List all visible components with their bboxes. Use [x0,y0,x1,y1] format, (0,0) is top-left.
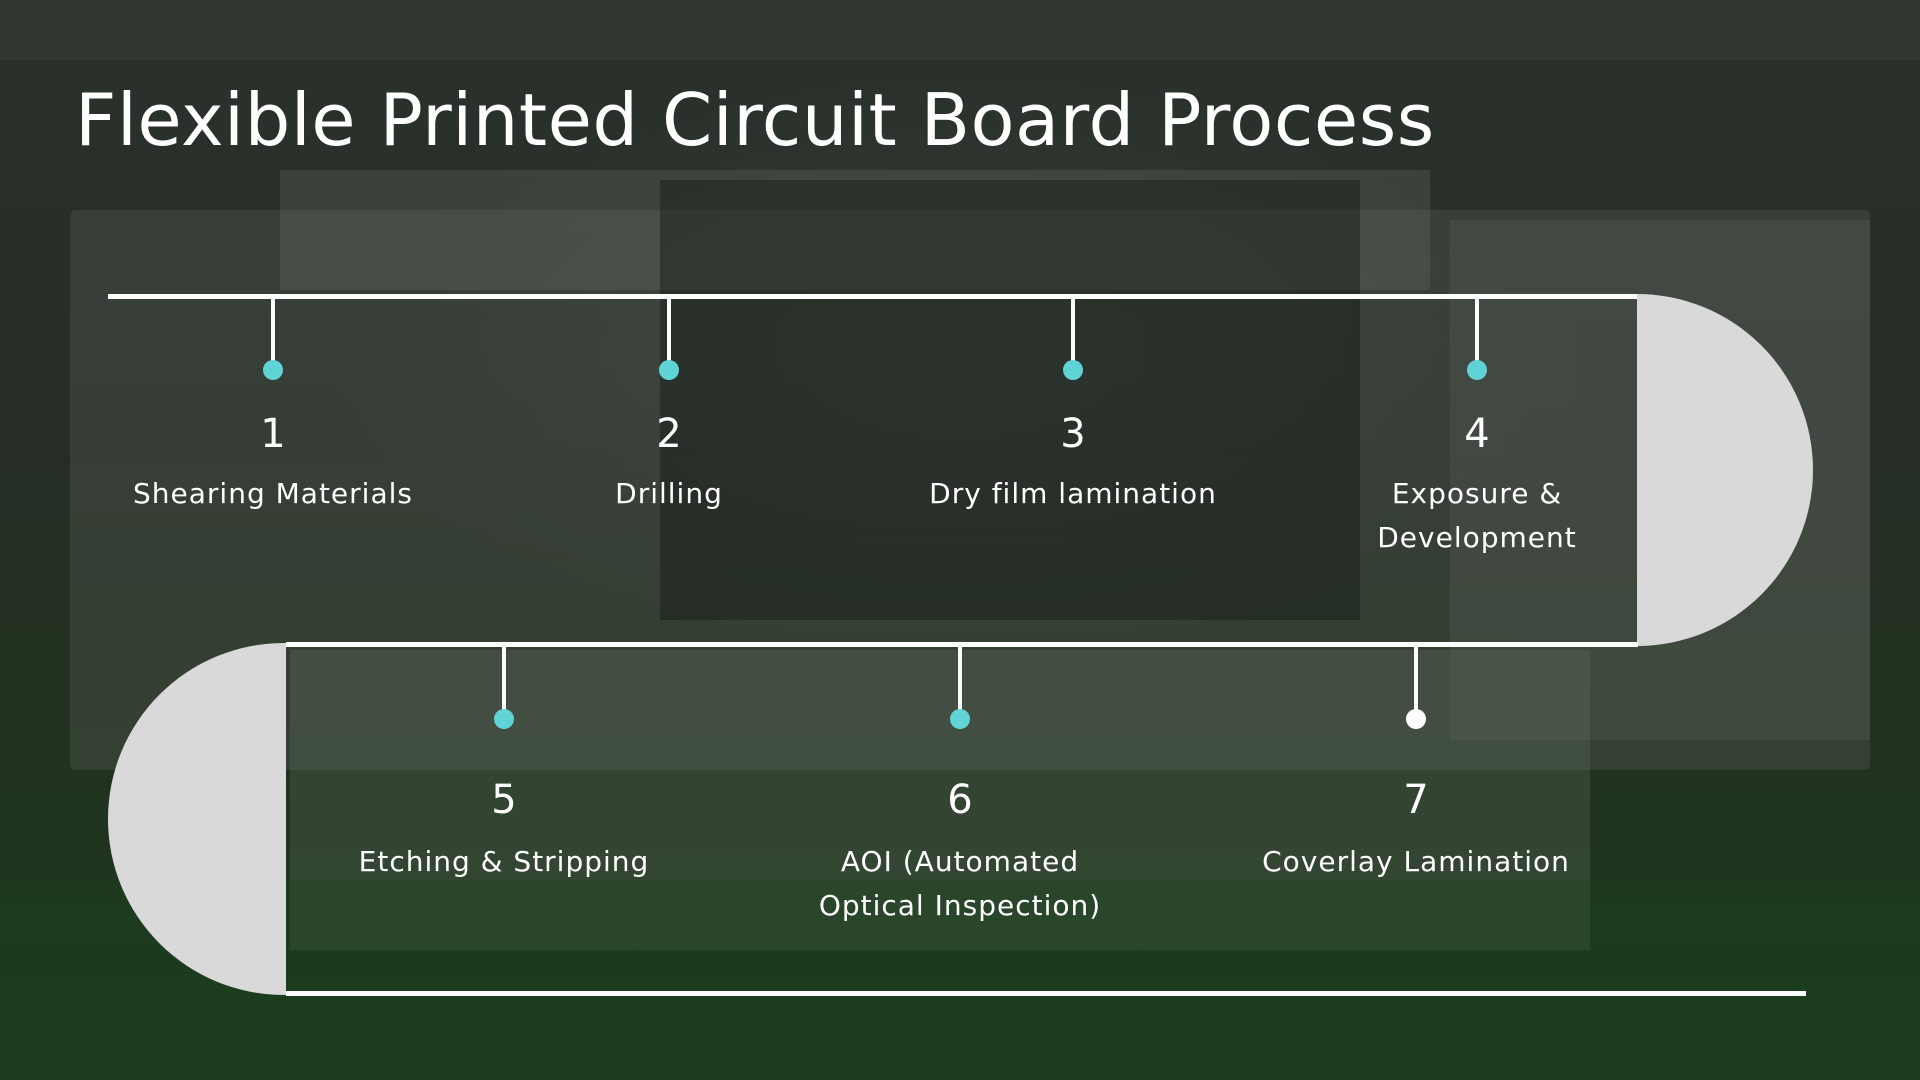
step-connector [1475,296,1479,368]
step-dot-icon [1467,360,1487,380]
step-dot-icon [1406,709,1426,729]
step-label: Dry film lamination [929,477,1217,510]
step-connector [271,296,275,368]
step-label: Coverlay Lamination [1262,845,1570,878]
step-connector [1414,645,1418,717]
step-dot-icon [263,360,283,380]
step-label: Exposure & Development [1377,477,1577,554]
track-top-line [108,294,1637,299]
step-connector [1071,296,1075,368]
page-title: Flexible Printed Circuit Board Process [75,78,1435,162]
step-number: 3 [1060,411,1086,457]
step-number: 2 [656,411,682,457]
step-dot-icon [950,709,970,729]
track-bottom-line [286,991,1806,996]
step-connector [958,645,962,717]
step-label: Etching & Stripping [358,845,650,878]
step-number: 4 [1464,411,1490,457]
step-connector [502,645,506,717]
step-number: 6 [947,777,973,823]
step-number: 5 [491,777,517,823]
step-dot-icon [659,360,679,380]
step-connector [667,296,671,368]
step-label: Shearing Materials [133,477,413,510]
step-number: 7 [1403,777,1429,823]
step-number: 1 [260,411,286,457]
step-dot-icon [494,709,514,729]
step-dot-icon [1063,360,1083,380]
step-label: AOI (Automated Optical Inspection) [818,845,1102,922]
step-label: Drilling [615,477,723,510]
track-middle-line [286,642,1638,647]
